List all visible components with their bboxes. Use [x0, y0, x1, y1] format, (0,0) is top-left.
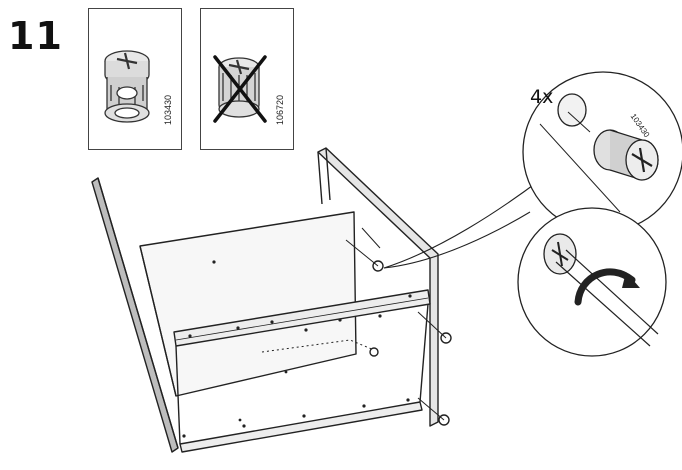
step-number: 11 — [8, 14, 63, 58]
front-rail — [173, 289, 431, 347]
bottom-panel — [179, 401, 423, 453]
part-box-correct: 103430 — [88, 8, 182, 150]
back-panel — [139, 211, 357, 397]
callout-line — [383, 211, 531, 269]
callout-line — [383, 179, 541, 269]
cross-out-icon — [213, 55, 267, 123]
cam-lock-crossed-icon — [213, 55, 267, 123]
detail-circle-turn — [517, 207, 667, 357]
detail-circle-insert — [522, 71, 682, 233]
part-box-incorrect: 106720 — [200, 8, 294, 150]
cam-lock-icon — [104, 50, 150, 123]
cam-hole-markers — [369, 260, 452, 426]
quantity-label: 4x — [530, 86, 554, 108]
